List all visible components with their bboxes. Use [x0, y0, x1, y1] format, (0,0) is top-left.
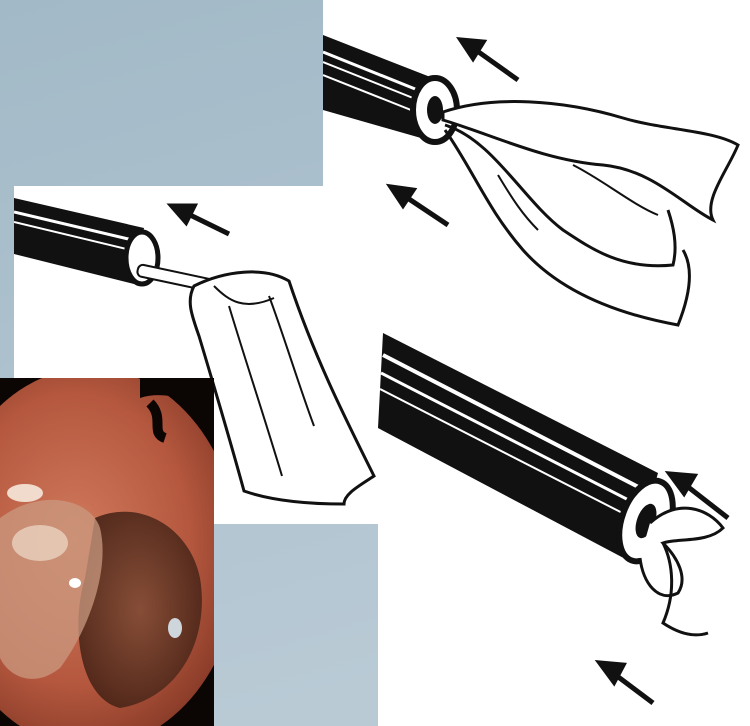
endoscopy-photo-icon — [0, 378, 214, 726]
endoscopic-photo — [0, 378, 214, 726]
instrument-snare-icon — [323, 0, 750, 340]
illustration-top-right — [323, 0, 750, 340]
illustration-bottom-right — [378, 333, 750, 726]
instrument-retract-icon — [378, 333, 750, 726]
